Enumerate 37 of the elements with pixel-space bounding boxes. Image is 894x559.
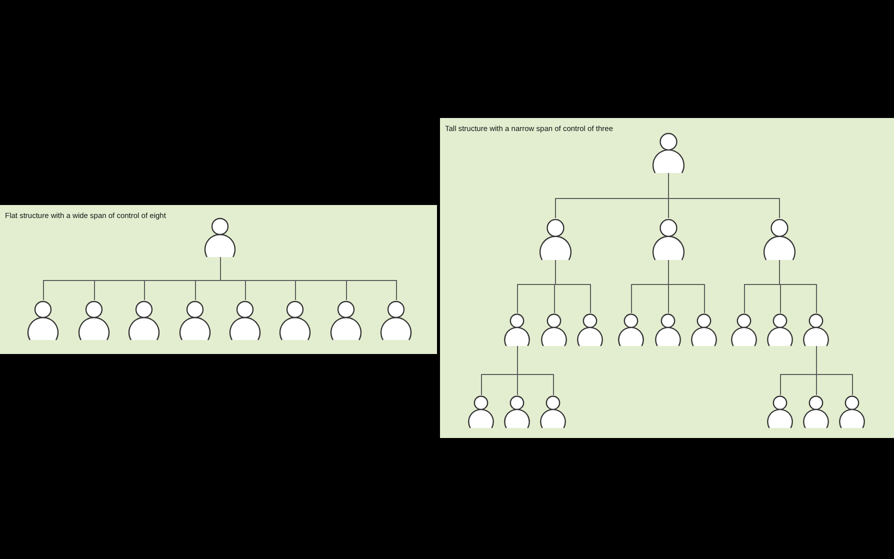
person-icon <box>576 313 604 346</box>
person-icon <box>538 218 572 260</box>
person-icon <box>178 300 212 340</box>
person-icon <box>278 300 312 340</box>
person-icon <box>730 313 758 346</box>
person-icon <box>329 300 363 340</box>
person-icon <box>77 300 111 340</box>
person-icon <box>762 218 796 260</box>
person-icon <box>617 313 645 346</box>
person-icon <box>503 395 531 428</box>
person-icon <box>228 300 262 340</box>
connector-line <box>516 346 554 395</box>
connector-line <box>668 260 706 313</box>
person-icon <box>654 313 682 346</box>
person-icon <box>650 132 686 173</box>
person-icon <box>802 313 830 346</box>
connector-line <box>816 346 854 395</box>
panel <box>0 205 437 354</box>
person-icon <box>503 313 531 346</box>
connector-line <box>778 260 818 313</box>
person-icon <box>26 300 60 340</box>
person-icon <box>766 313 794 346</box>
person-icon <box>379 300 413 340</box>
panel <box>440 118 894 438</box>
person-icon <box>838 395 866 428</box>
connector-line <box>668 173 780 218</box>
person-icon <box>802 395 830 428</box>
person-icon <box>766 395 794 428</box>
connector-line <box>554 260 592 313</box>
person-icon <box>203 217 237 257</box>
person-icon <box>467 395 495 428</box>
person-icon <box>539 395 567 428</box>
person-icon <box>650 218 686 260</box>
connector-line <box>220 257 398 300</box>
person-icon <box>690 313 718 346</box>
person-icon <box>540 313 568 346</box>
person-icon <box>127 300 161 340</box>
